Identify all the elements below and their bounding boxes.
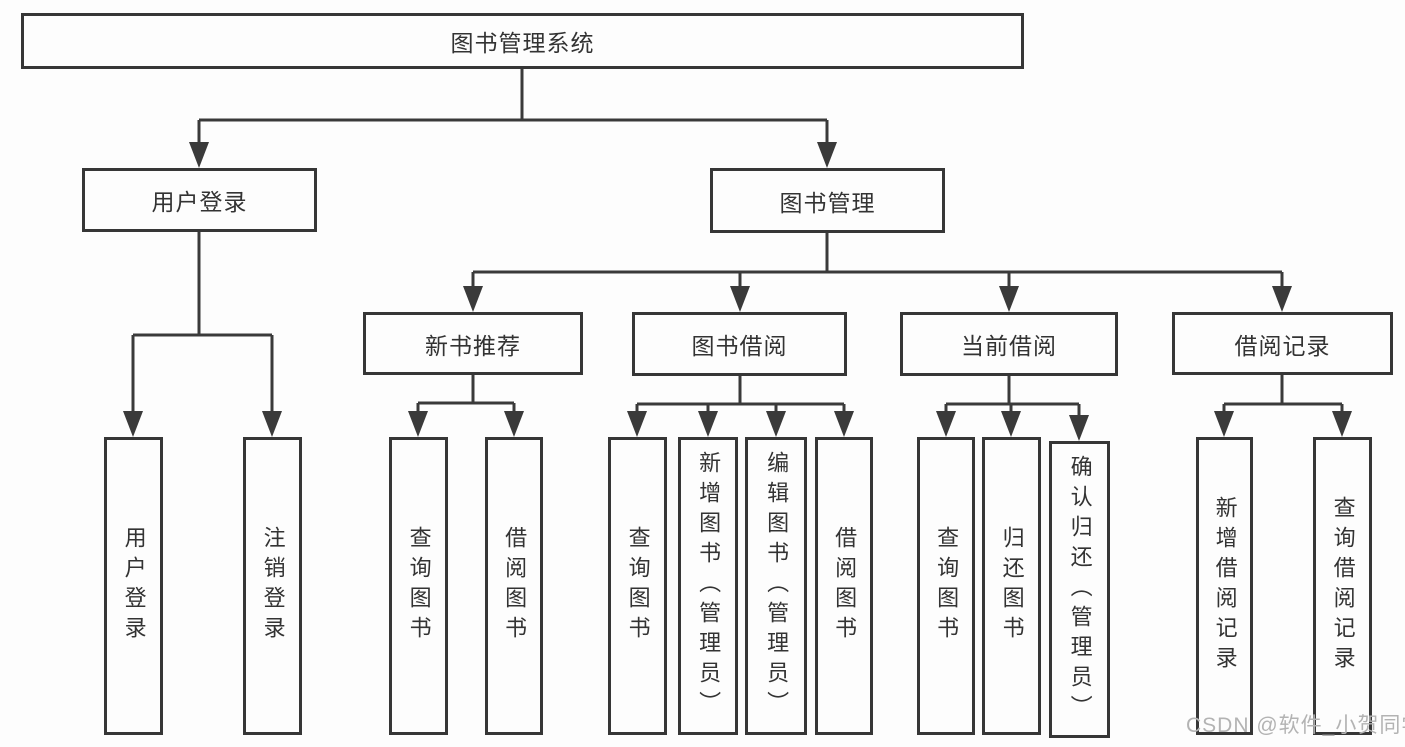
leaf-query-books-current: 查询图书 xyxy=(917,437,975,735)
leaf-query-borrow-record: 查询借阅记录 xyxy=(1313,437,1372,735)
csdn-watermark: CSDN @软件_小贺同学 xyxy=(1186,714,1405,737)
node-user-login: 用户登录 xyxy=(82,168,317,232)
connector-book-borrow-group xyxy=(635,376,846,413)
node-root-system: 图书管理系统 xyxy=(21,13,1024,69)
node-new-book-recommend: 新书推荐 xyxy=(363,312,583,375)
connector-user-login-arrowheads xyxy=(123,411,282,437)
connector-borrow-records-arrowheads xyxy=(1214,411,1352,437)
leaf-borrow-books-recommend: 借阅图书 xyxy=(485,437,543,735)
leaf-logout: 注销登录 xyxy=(243,437,302,735)
connector-root-to-level2 xyxy=(197,69,829,144)
connector-current-borrow-group xyxy=(944,376,1081,417)
connector-book-mgmt-branch xyxy=(471,233,1284,288)
leaf-borrow-books: 借阅图书 xyxy=(815,437,873,735)
leaf-edit-book-admin: 编辑图书（管理员） xyxy=(745,437,807,735)
connector-book-mgmt-arrowheads xyxy=(463,286,1292,312)
connector-borrow-records-group xyxy=(1222,375,1344,413)
connector-new-books-group xyxy=(416,375,516,413)
leaf-add-book-admin: 新增图书（管理员） xyxy=(678,437,738,735)
leaf-query-books-borrow: 查询图书 xyxy=(608,437,667,735)
connector-current-borrow-arrowheads xyxy=(936,411,1089,441)
leaf-user-login: 用户登录 xyxy=(104,437,163,735)
node-borrow-records: 借阅记录 xyxy=(1172,312,1393,375)
node-book-borrow: 图书借阅 xyxy=(632,312,847,376)
node-book-management: 图书管理 xyxy=(710,168,945,233)
leaf-confirm-return-admin: 确认归还（管理员） xyxy=(1049,441,1110,738)
connector-new-books-arrowheads xyxy=(408,411,524,437)
leaf-add-borrow-record: 新增借阅记录 xyxy=(1196,437,1253,735)
leaf-query-books-recommend: 查询图书 xyxy=(389,437,448,735)
connector-user-login-branch xyxy=(131,232,274,413)
node-current-borrow: 当前借阅 xyxy=(900,312,1118,376)
leaf-return-book: 归还图书 xyxy=(982,437,1041,735)
connector-book-borrow-arrowheads xyxy=(627,411,854,437)
connector-root-arrowheads xyxy=(189,142,837,168)
